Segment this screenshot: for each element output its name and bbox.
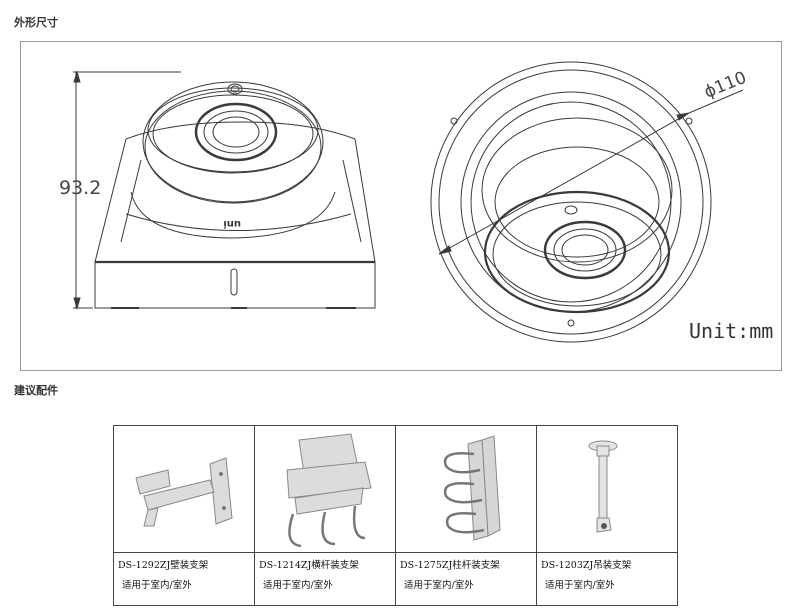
accessory-usage: 适用于室内/室外 <box>545 580 615 591</box>
accessory-usage: 适用于室内/室外 <box>122 580 192 591</box>
brand-mark: uni <box>223 218 241 229</box>
wall-mount-bracket-illustration <box>135 457 233 527</box>
camera-top-view <box>430 61 744 343</box>
accessory-usage: 适用于室内/室外 <box>263 580 333 591</box>
column-pole-bracket-illustration <box>443 435 501 541</box>
accessory-image-ceiling-mount <box>536 425 678 553</box>
accessories-section-title: 建议配件 <box>14 384 58 397</box>
dimension-drawing-frame: 93.2 ϕ110 uni Unit:mm <box>20 41 782 371</box>
accessory-model: DS-1214ZJ横杆装支架 <box>259 560 359 571</box>
accessory-model: DS-1203ZJ吊装支架 <box>541 560 632 571</box>
accessory-label-column-pole-mount: DS-1275ZJ柱杆装支架 适用于室内/室外 <box>395 552 537 606</box>
accessory-image-column-pole-mount <box>395 425 537 553</box>
dimensions-section-title: 外形尺寸 <box>14 16 58 29</box>
dimension-drawing: 93.2 ϕ110 uni Unit:mm <box>59 61 773 343</box>
accessory-label-ceiling-mount: DS-1203ZJ吊装支架 适用于室内/室外 <box>536 552 678 606</box>
ceiling-mount-bracket-illustration <box>588 440 618 533</box>
accessory-model: DS-1292ZJ壁装支架 <box>118 560 209 571</box>
accessory-usage: 适用于室内/室外 <box>404 580 474 591</box>
height-dimension-label: 93.2 <box>59 177 101 199</box>
horizontal-pole-bracket-illustration <box>286 433 372 548</box>
unit-label: Unit:mm <box>689 319 773 343</box>
accessory-label-horizontal-pole-mount: DS-1214ZJ横杆装支架 适用于室内/室外 <box>254 552 396 606</box>
accessory-image-wall-mount <box>113 425 255 553</box>
accessories-table: DS-1292ZJ壁装支架 适用于室内/室外 DS-1214ZJ横杆装支架 适用… <box>113 425 678 606</box>
accessory-label-wall-mount: DS-1292ZJ壁装支架 适用于室内/室外 <box>113 552 255 606</box>
camera-side-view <box>73 70 376 310</box>
accessory-model: DS-1275ZJ柱杆装支架 <box>400 560 500 571</box>
accessory-images-row <box>113 425 678 553</box>
accessory-labels-row: DS-1292ZJ壁装支架 适用于室内/室外 DS-1214ZJ横杆装支架 适用… <box>113 552 678 606</box>
accessory-image-horizontal-pole-mount <box>254 425 396 553</box>
